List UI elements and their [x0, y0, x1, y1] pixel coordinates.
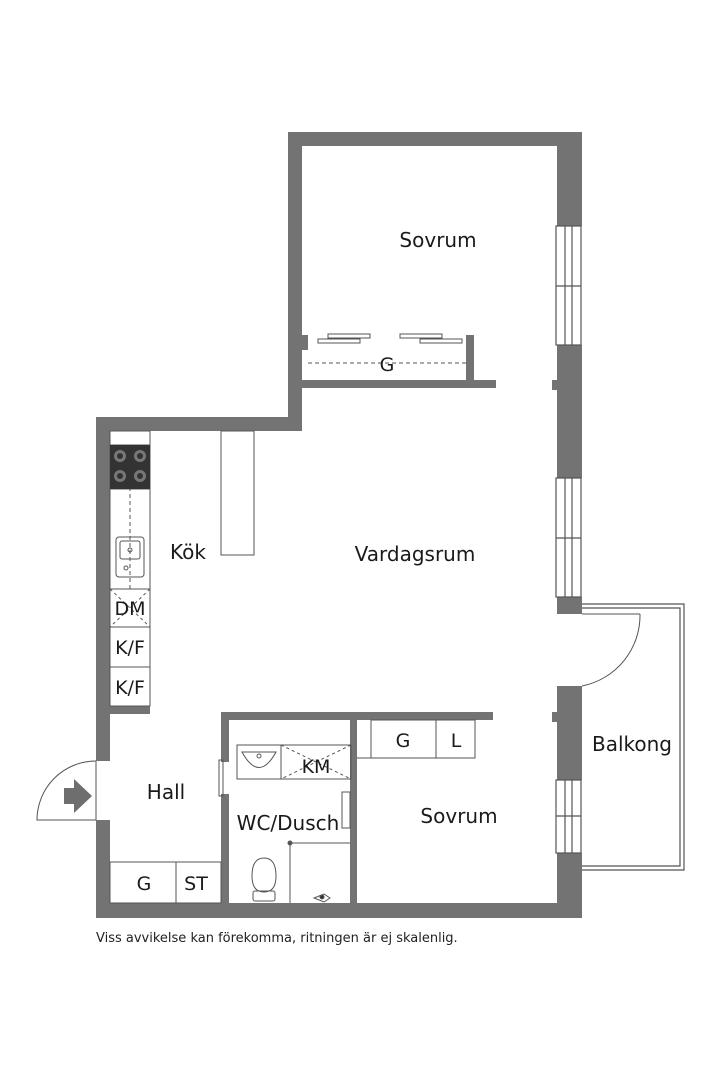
windows: [555, 225, 582, 854]
room-label-bedroom-top: Sovrum: [399, 228, 476, 252]
fixture-label-fridge-freezer-2: K/F: [115, 677, 145, 699]
hall-closets: [109, 861, 222, 904]
room-label-balcony: Balkong: [592, 732, 672, 756]
fixture-label-wardrobe-bedroom: G: [396, 730, 411, 752]
fixture-label-storage-hall: ST: [184, 873, 208, 895]
outer-walls: [96, 132, 582, 918]
kitchen-island: [220, 430, 255, 556]
fixture-label-wardrobe-hall: G: [137, 873, 152, 895]
room-label-living-room: Vardagsrum: [355, 542, 476, 566]
entrance-arrow-icon: [64, 779, 92, 813]
kitchen-sink-icon: [115, 536, 145, 578]
fixture-label-dishwasher: DM: [114, 598, 145, 620]
room-label-bathroom: WC/Dusch: [237, 811, 340, 835]
bedroom-closets: [357, 719, 476, 759]
room-label-hall: Hall: [147, 780, 185, 804]
entrance-door: [36, 760, 97, 821]
room-label-bedroom-bottom: Sovrum: [420, 804, 497, 828]
toilet-icon: [251, 857, 277, 902]
fixture-label-washing-machine: KM: [302, 756, 331, 778]
room-label-kitchen: Kök: [170, 540, 206, 564]
wardrobe-top: [308, 333, 466, 364]
fixture-label-fridge-freezer-1: K/F: [115, 637, 145, 659]
fixture-label-wardrobe-top: G: [380, 354, 395, 376]
bathroom-fixtures: [218, 744, 352, 903]
balcony-door: [581, 613, 641, 687]
disclaimer-text: Viss avvikelse kan förekomma, ritningen …: [96, 931, 458, 946]
fixture-label-linen-closet: L: [451, 730, 462, 752]
balcony: [582, 603, 685, 871]
stove-icon: [110, 445, 150, 489]
